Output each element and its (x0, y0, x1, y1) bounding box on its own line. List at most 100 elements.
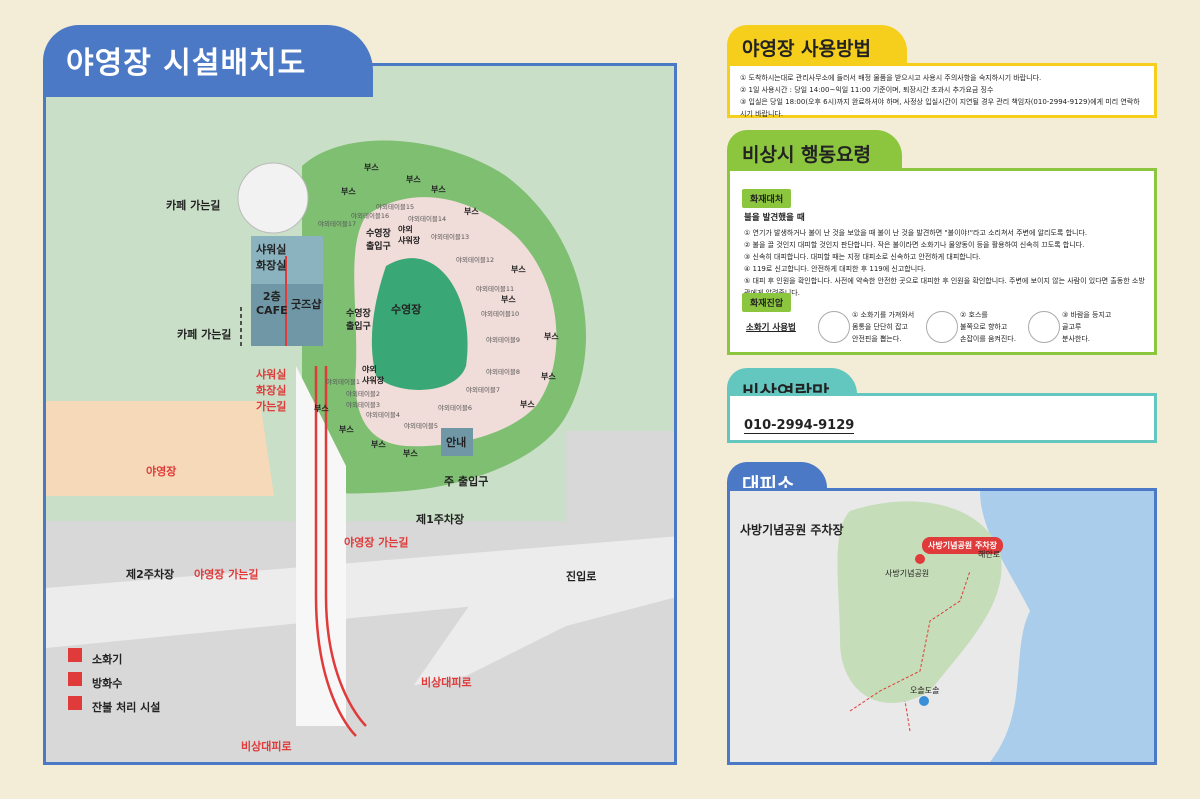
shelter-pin-icon (915, 554, 925, 564)
extinguisher-legend-icon (68, 648, 82, 662)
table-label: 야외테이블5 (404, 422, 439, 430)
table-label: 야외테이블2 (346, 390, 381, 398)
table-label: 야외테이블7 (466, 386, 501, 394)
table-label: 야외테이블4 (366, 411, 401, 419)
table-label: 야외테이블17 (318, 220, 357, 228)
legend-extinguisher: 소화기 (92, 653, 123, 666)
haean-road-label: 해안로 (978, 550, 1001, 559)
usage-item: ① 도착하시는대로 관리사무소에 들러서 배정 물품을 받으시고 사용시 주의사… (740, 74, 1042, 82)
cafe-label: 2층 CAFE (256, 290, 288, 317)
main-entrance-label: 주 출입구 (444, 475, 489, 488)
table-label: 야외테이블16 (351, 212, 390, 220)
camp-way-1: 야영장 가는길 (344, 536, 409, 549)
fire-steps: ① 연기가 발생하거나 불이 난 것을 보았을 때 불이 난 것을 발견하면 "… (744, 227, 1149, 299)
table-label: 야외테이블14 (408, 215, 447, 223)
table-label: 야외테이블11 (476, 285, 515, 293)
shower-way-label: 샤워실 화장실 가는길 (256, 368, 287, 413)
booth: 부스 (520, 400, 535, 409)
booth: 부스 (406, 175, 421, 184)
campsite-area (46, 401, 274, 496)
shower-building-label: 샤워실 화장실 (256, 243, 287, 272)
table-label: 야외테이블13 (431, 233, 470, 241)
cafe-way-bottom: 카페 가는길 (177, 328, 232, 341)
fire-step: ① 연기가 발생하거나 불이 난 것을 보았을 때 불이 난 것을 발견하면 "… (744, 229, 1088, 237)
parking1-label: 제1주차장 (416, 513, 465, 526)
title-tab (43, 25, 373, 97)
fire-step: ② 불을 끌 것인지 대피할 것인지 판단합니다. 작은 불이라면 소화기나 물… (744, 241, 1085, 249)
table-label: 야외테이블8 (486, 368, 521, 376)
emergency-title: 비상시 행동요령 (742, 144, 871, 166)
park-label: 사방기념공원 (885, 569, 930, 578)
booth: 부스 (403, 449, 418, 458)
fire-heading: 불을 발견했을 때 (744, 213, 805, 223)
table-label: 야외테이블3 (346, 401, 381, 409)
evac-route-1: 비상대피로 (421, 676, 472, 689)
table-label: 야외테이블10 (481, 310, 520, 318)
camp-way-2: 야영장 가는길 (194, 568, 259, 581)
booth: 부스 (314, 404, 329, 413)
usage-item: ② 1일 사용시간 : 당일 14:00~익일 11:00 기준이며, 퇴장시간… (740, 86, 994, 94)
usage-tab (727, 25, 907, 65)
fire-tag: 화재대처 (742, 189, 792, 208)
fire-step: ④ 119로 신고합니다. 안전하게 대피한 후 119에 신고합니다. (744, 265, 926, 273)
extinguisher-use: 소화기 사용법 (746, 323, 796, 333)
info-booth (441, 428, 473, 456)
booth: 부스 (341, 187, 356, 196)
evac-route-2: 비상대피로 (241, 740, 292, 753)
table-label: 야외테이블6 (438, 404, 473, 412)
site-map: 카페 가는길 카페 가는길 샤워실 화장실 2층 CAFE 굿즈샵 샤워실 화장… (43, 63, 677, 765)
pool (371, 258, 468, 390)
pool-entrance-top: 수영장 출입구 (366, 229, 391, 252)
fire-step: ⑤ 대피 후 인원을 확인합니다. 사전에 약속한 안전한 곳으로 대피한 후 … (744, 277, 1145, 297)
booth: 부스 (544, 332, 559, 341)
parking2-label: 제2주차장 (126, 568, 175, 581)
contact-panel: 010-2994-9129 (727, 393, 1157, 443)
ember-legend-icon (68, 696, 82, 710)
suppress-tag: 화재진압 (742, 293, 792, 312)
table-label: 야외테이블12 (456, 256, 495, 264)
usage-title: 야영장 사용방법 (742, 38, 871, 60)
page-title: 야영장 시설배치도 (66, 46, 307, 81)
ext-step: ② 호스를 불쪽으로 향하고 손잡이를 움켜진다. (960, 311, 1016, 343)
extinguisher-step3-icon (1028, 311, 1060, 343)
cafe-way-top: 카페 가는길 (166, 199, 221, 212)
emergency-tab (727, 130, 902, 170)
shelter-map (837, 491, 1154, 762)
campsite-label: 야영장 (146, 465, 177, 478)
booth: 부스 (501, 295, 516, 304)
forest-pin-icon (919, 696, 929, 706)
goods-shop-label: 굿즈샵 (291, 298, 322, 311)
entry-road-label: 진입로 (566, 570, 597, 583)
booth: 부스 (541, 372, 556, 381)
legend-ember: 잔불 처리 시설 (92, 701, 161, 714)
table-label: 야외테이블1 (326, 378, 361, 386)
shelter-panel: 사방기념공원 주차장 사방기념공원 주차장 사방기념공원 해안로 오솔도솔 (727, 488, 1157, 765)
emergency-panel: 화재대처 불을 발견했을 때 ① 연기가 발생하거나 불이 난 것을 보았을 때… (727, 168, 1157, 355)
contact-phone[interactable]: 010-2994-9129 (744, 418, 855, 434)
usage-panel: ① 도착하시는대로 관리사무소에 들러서 배정 물품을 받으시고 사용시 주의사… (727, 63, 1157, 118)
booth: 부스 (464, 207, 479, 216)
table-label: 야외테이블9 (486, 336, 521, 344)
info-label: 안내 (446, 436, 467, 449)
legend-firewater: 방화수 (92, 677, 123, 690)
shelter-name: 사방기념공원 주차장 (740, 523, 844, 537)
outdoor-shower-bottom: 야외 샤워장 (362, 365, 385, 385)
ext-step: ① 소화기를 가져와서 몸통을 단단히 잡고 안전핀을 뽑는다. (852, 311, 915, 343)
booth: 부스 (511, 265, 526, 274)
extinguisher-step1-icon (818, 311, 850, 343)
booth: 부스 (339, 425, 354, 434)
extinguisher-step2-icon (926, 311, 958, 343)
shelter-marker: 사방기념공원 주차장 (922, 537, 1004, 554)
firewater-legend-icon (68, 672, 82, 686)
road (46, 536, 674, 648)
booth: 부스 (364, 163, 379, 172)
site-map-drawing (46, 66, 674, 762)
ext-step: ③ 바람을 등지고 골고루 분사한다. (1062, 311, 1112, 343)
cafe-circle (237, 162, 309, 234)
pool-entrance-left: 수영장 출입구 (346, 309, 371, 332)
forest-label: 오솔도솔 (910, 686, 940, 695)
usage-item: ③ 입실은 당일 18:00(오후 6시)까지 완료하셔야 하며, 사정상 입실… (740, 98, 1140, 118)
pool-label: 수영장 (391, 303, 422, 316)
outdoor-shower-top: 야외 샤워장 (398, 225, 421, 245)
fire-step: ③ 신속히 대피합니다. 대피할 때는 지정 대피소로 신속하고 안전하게 대피… (744, 253, 981, 261)
